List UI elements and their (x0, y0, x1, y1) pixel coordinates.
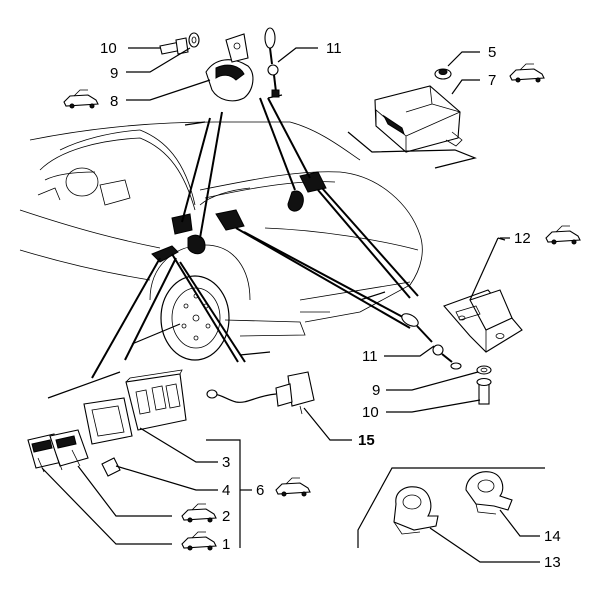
callout-10-bottom: 10 (362, 404, 379, 421)
clips-part-13-14 (357, 467, 545, 548)
callout-14: 14 (544, 528, 561, 545)
switches-part-1-2 (27, 429, 121, 477)
convertible-car-icon (181, 531, 217, 551)
callout-13: 13 (544, 554, 561, 571)
callout-leaders (41, 47, 540, 563)
convertible-car-icon (181, 503, 217, 523)
callout-8: 8 (110, 93, 118, 110)
callout-1: 1 (222, 536, 230, 553)
bolt-and-washer-bottom (476, 365, 492, 405)
callout-6: 6 (256, 482, 264, 499)
callout-3: 3 (222, 454, 230, 471)
callout-15: 15 (358, 432, 375, 449)
convertible-car-icon (545, 225, 581, 245)
callout-9-bottom: 9 (372, 382, 380, 399)
lanyard-part-11-top (264, 27, 280, 98)
control-unit-part-7 (347, 68, 477, 169)
callout-2: 2 (222, 508, 230, 525)
callout-9-top: 9 (110, 65, 118, 82)
callout-11-bottom: 11 (362, 348, 378, 365)
callout-labels: 10 9 8 11 5 7 12 11 9 10 15 3 4 6 2 1 14… (100, 40, 561, 571)
bracket-part-12 (443, 237, 523, 353)
convertible-car-icon (509, 63, 545, 83)
callout-5: 5 (488, 44, 496, 61)
callout-10-top: 10 (100, 40, 117, 57)
callout-12: 12 (514, 230, 531, 247)
car-outline (19, 94, 423, 361)
callout-11-top: 11 (326, 40, 342, 57)
callout-4: 4 (222, 482, 230, 499)
harness-part-15 (206, 371, 315, 415)
switch-bezel-part-3 (125, 369, 187, 431)
convertible-icons (63, 63, 581, 551)
convertible-car-icon (275, 477, 311, 497)
bracket-part-8 (159, 32, 254, 102)
car-leader-lines (91, 97, 419, 379)
mount-points (151, 171, 327, 263)
convertible-car-icon (63, 89, 99, 109)
frame-part-4 (83, 397, 133, 445)
lanyard-part-11-bottom (401, 313, 462, 370)
callout-7: 7 (488, 72, 496, 89)
